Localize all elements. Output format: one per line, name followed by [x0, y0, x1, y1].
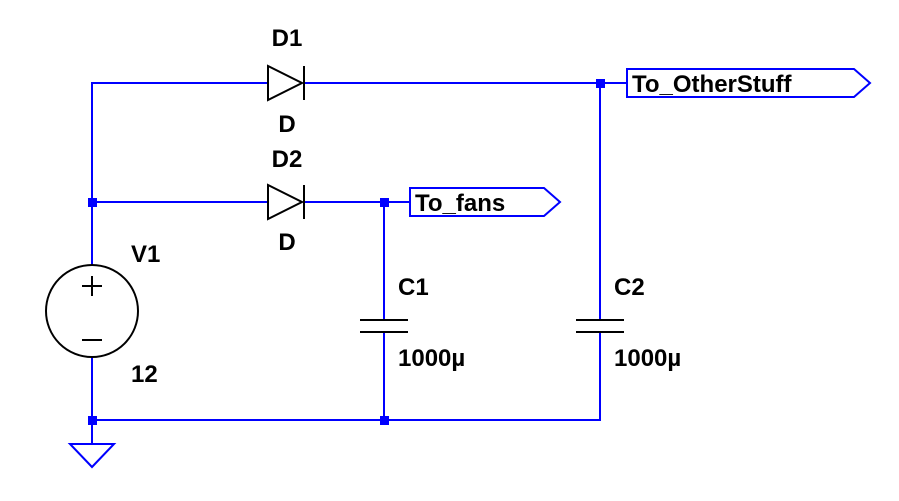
diode-d2[interactable]: D2 D [267, 146, 305, 256]
net-flag-shape [626, 68, 872, 98]
diode-d2-name: D2 [272, 146, 303, 173]
diode-d1-triangle [267, 64, 305, 102]
junction-dot [88, 198, 97, 207]
wires [91, 82, 628, 445]
diode-d1-value: D [278, 111, 295, 138]
diode-d1-name: D1 [272, 25, 303, 52]
capacitor-c1-value: 1000µ [398, 345, 465, 372]
capacitor-c1[interactable]: C1 1000µ [360, 274, 465, 372]
diode-d1[interactable]: D1 D [267, 25, 305, 138]
net-label-to-fans[interactable]: To_fans [409, 187, 562, 217]
net-label-to-otherstuff-text: To_OtherStuff [632, 71, 793, 98]
voltage-source-v1-circle [45, 264, 139, 358]
ground-icon [67, 443, 117, 469]
junction-dot [596, 79, 605, 88]
junction-dot [380, 416, 389, 425]
net-flag-shape [409, 187, 562, 217]
capacitor-c2-value: 1000µ [614, 345, 681, 372]
diode-d2-value: D [278, 229, 295, 256]
net-label-to-fans-text: To_fans [415, 190, 505, 217]
diode-d2-triangle [267, 183, 305, 221]
net-label-to-otherstuff[interactable]: To_OtherStuff [626, 68, 872, 98]
capacitor-c1-name: C1 [398, 274, 429, 301]
junctions [88, 79, 605, 425]
capacitor-c2[interactable]: C2 1000µ [576, 274, 681, 372]
ground-symbol[interactable] [67, 443, 117, 469]
voltage-source-v1[interactable]: V1 12 [45, 241, 160, 388]
capacitor-c2-name: C2 [614, 274, 645, 301]
voltage-source-v1-name: V1 [131, 241, 160, 268]
junction-dot [380, 198, 389, 207]
junction-dot [88, 416, 97, 425]
voltage-source-v1-value: 12 [131, 361, 158, 388]
